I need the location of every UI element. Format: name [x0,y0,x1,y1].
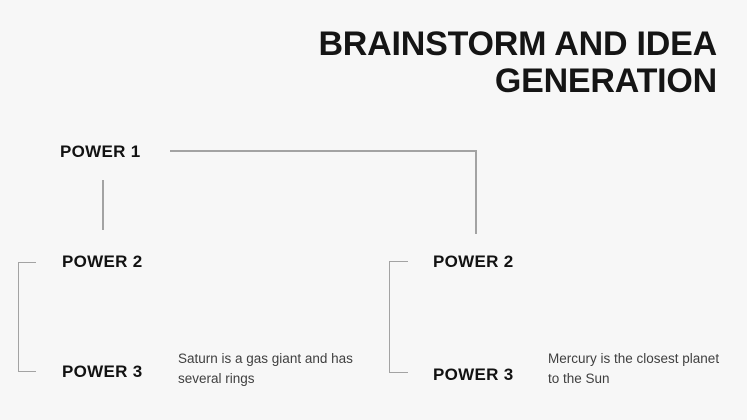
right-branch-bracket [389,261,408,373]
node-power-3-right: POWER 3 [433,365,514,384]
node-power-2-left: POWER 2 [62,252,143,271]
connector-root-to-left-branch-line [102,180,104,230]
node-power-3-left: POWER 3 [62,362,143,381]
node-power-2-right: POWER 2 [433,252,514,271]
description-left-branch: Saturn is a gas giant and has several ri… [178,351,353,386]
connector-root-horizontal-line [170,150,476,152]
connector-root-to-right-branch-line [475,150,477,234]
node-power-1: POWER 1 [60,142,141,161]
page-title: BRAINSTORM AND IDEA GENERATION [318,26,717,100]
description-right-branch: Mercury is the closest planet to the Sun [548,351,720,386]
page-title-line2: GENERATION [494,62,717,100]
page-title-line1: BRAINSTORM AND IDEA [318,25,717,63]
left-branch-bracket [18,262,36,372]
